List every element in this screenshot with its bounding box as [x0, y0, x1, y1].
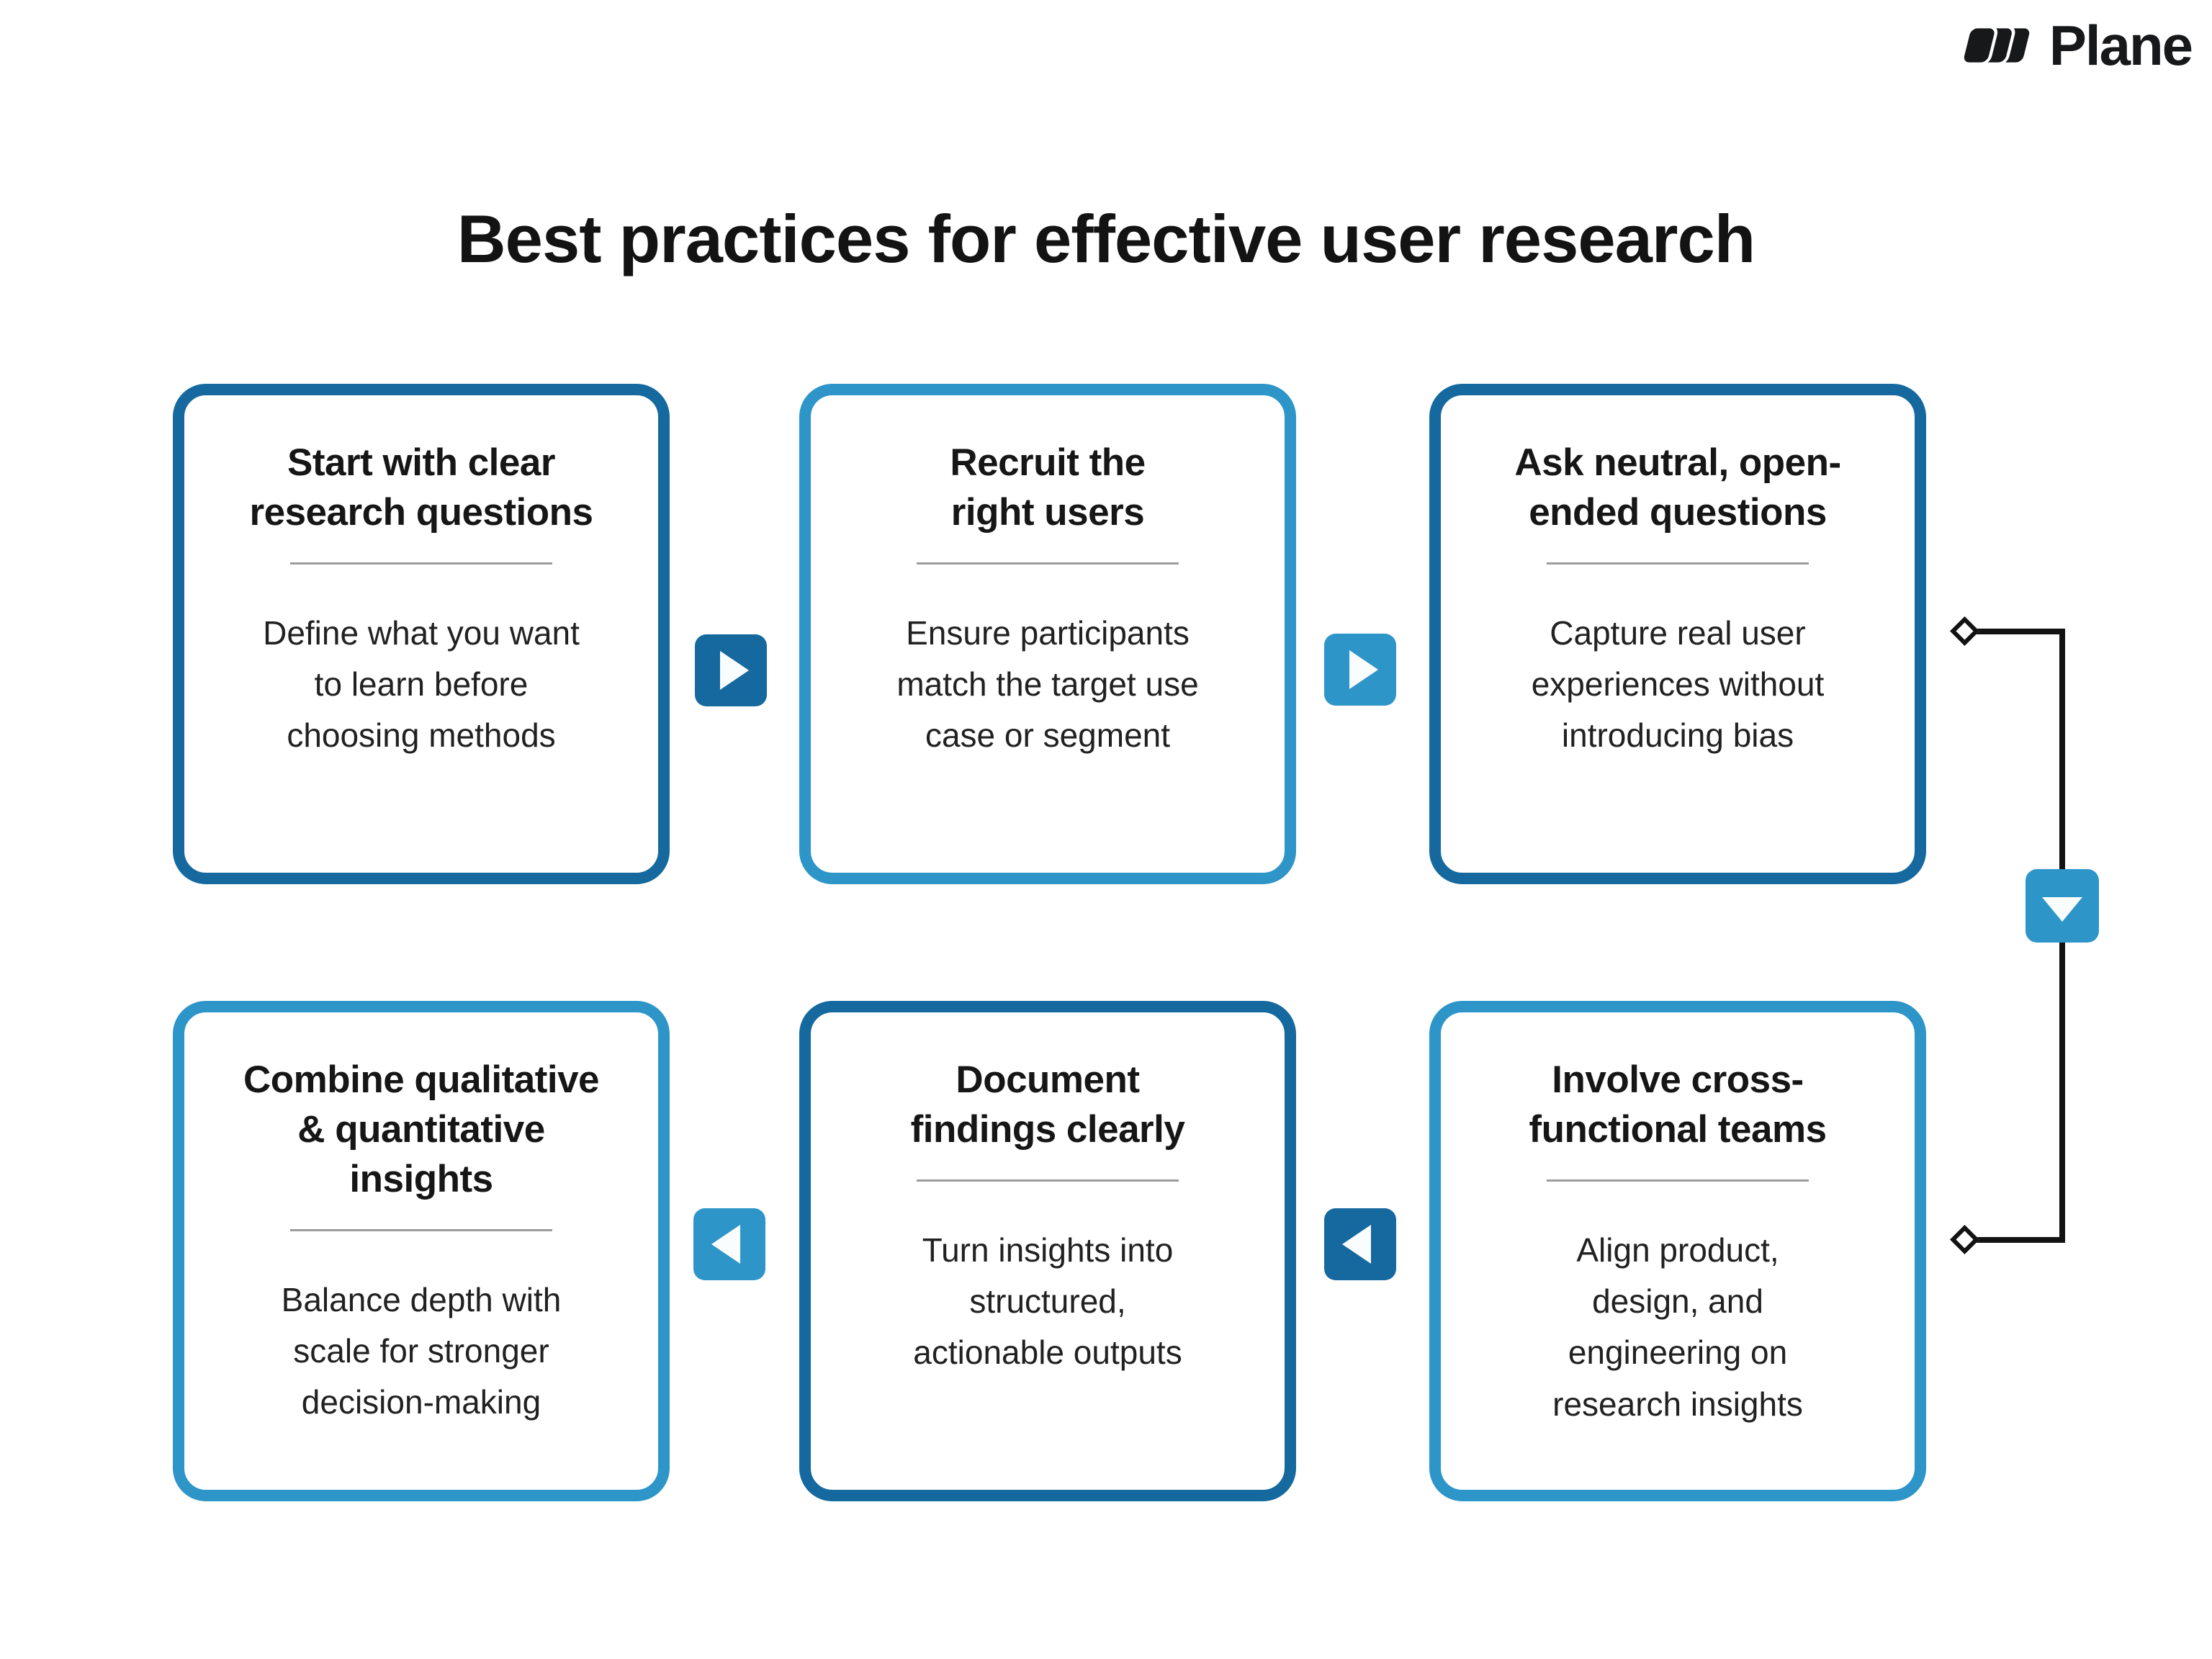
connector-diamond-bottom — [1949, 1224, 1980, 1255]
flow-arrow-left-2 — [1324, 1208, 1396, 1280]
triangle-left-icon — [1342, 1225, 1371, 1264]
practice-card-2: Recruit the right users Ensure participa… — [799, 384, 1296, 884]
plane-logo-icon — [1961, 25, 2033, 66]
card-divider — [1547, 562, 1809, 565]
card-title: Involve cross- functional teams — [1529, 1058, 1827, 1151]
practice-card-6: Involve cross- functional teams Align pr… — [1429, 1001, 1926, 1501]
card-body: Capture real user experiences without in… — [1531, 613, 1825, 755]
practice-card-1: Start with clear research questions Defi… — [173, 384, 670, 884]
connector-diamond-top — [1949, 616, 1980, 647]
practice-card-5: Document findings clearly Turn insights … — [799, 1001, 1296, 1501]
card-body: Define what you want to learn before cho… — [263, 613, 580, 755]
card-divider — [917, 562, 1179, 565]
practice-card-3: Ask neutral, open- ended questions Captu… — [1429, 384, 1926, 884]
connector-line-top — [1965, 629, 2065, 634]
card-body: Balance depth with scale for stronger de… — [281, 1280, 562, 1421]
card-divider — [917, 1179, 1179, 1182]
flow-arrow-left-1 — [693, 1208, 765, 1280]
flow-arrow-right-1 — [695, 634, 767, 706]
triangle-down-icon — [2042, 897, 2082, 922]
card-title: Document findings clearly — [910, 1058, 1185, 1151]
card-title: Start with clear research questions — [249, 441, 593, 534]
card-body: Turn insights into structured, actionabl… — [913, 1231, 1182, 1372]
card-title: Combine qualitative & quantitative insig… — [243, 1058, 600, 1200]
plane-logo-text: Plane — [2049, 14, 2193, 77]
card-body: Ensure participants match the target use… — [896, 613, 1199, 755]
plane-logo: Plane — [1953, 14, 2193, 77]
connector-line-bottom — [1965, 1237, 2065, 1243]
triangle-left-icon — [711, 1225, 740, 1264]
triangle-right-icon — [1349, 650, 1378, 689]
triangle-right-icon — [720, 651, 749, 690]
card-divider — [290, 562, 552, 565]
card-divider — [290, 1228, 552, 1231]
page-title: Best practices for effective user resear… — [457, 201, 1755, 276]
card-title: Ask neutral, open- ended questions — [1514, 441, 1841, 534]
flow-arrow-down — [2026, 869, 2099, 943]
practice-card-4: Combine qualitative & quantitative insig… — [173, 1001, 670, 1501]
card-divider — [1547, 1179, 1809, 1182]
flow-arrow-right-2 — [1324, 634, 1396, 706]
card-body: Align product, design, and engineering o… — [1552, 1231, 1803, 1423]
card-title: Recruit the right users — [950, 441, 1146, 534]
